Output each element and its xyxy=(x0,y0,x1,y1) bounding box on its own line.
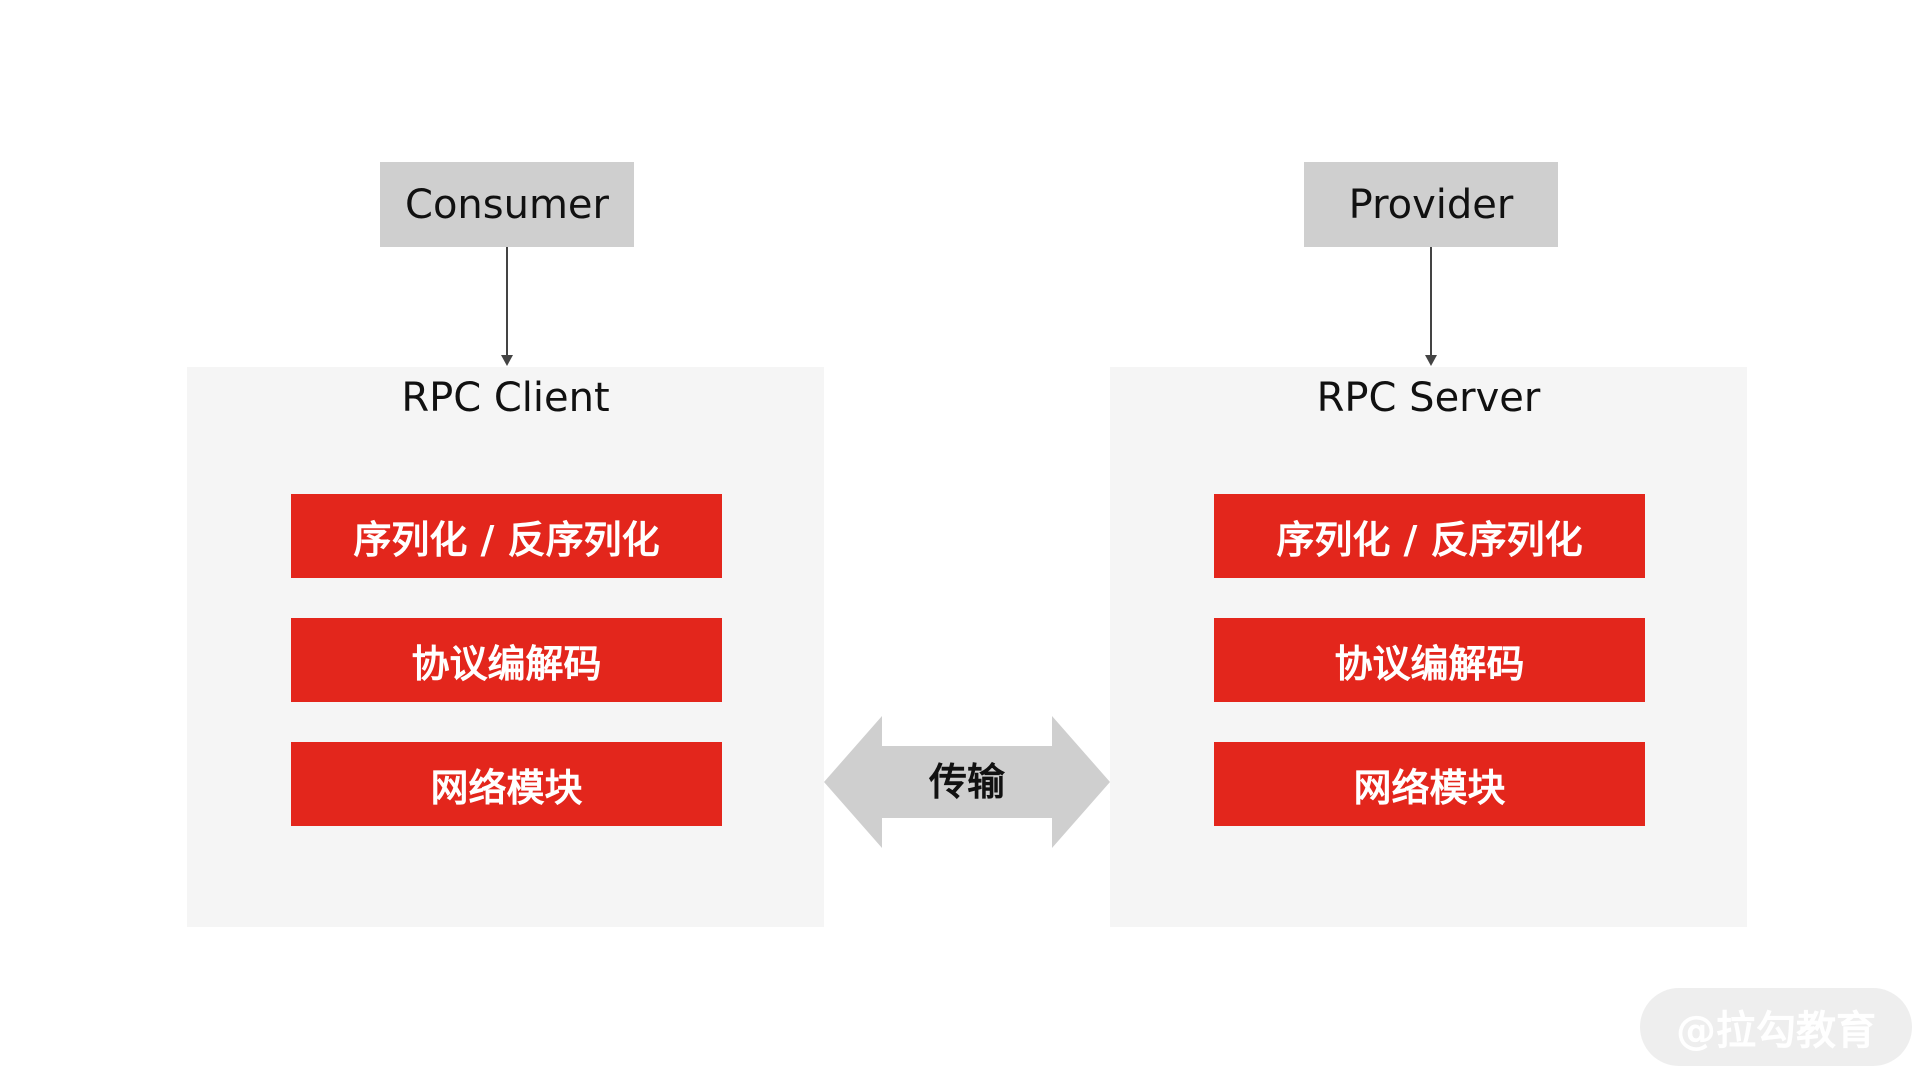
rpc-client-title: RPC Client xyxy=(401,375,610,421)
server-layer-network-label: 网络模块 xyxy=(1353,765,1506,810)
transport-label: 传输 xyxy=(928,760,1005,804)
rpc-client-panel: RPC Client 序列化 / 反序列化 协议编解码 网络模块 xyxy=(187,367,824,927)
provider-to-server-line xyxy=(1430,247,1432,355)
server-layer-network: 网络模块 xyxy=(1214,742,1645,826)
server-layer-protocol: 协议编解码 xyxy=(1214,618,1645,702)
consumer-to-client-arrowhead xyxy=(501,355,513,366)
watermark-badge: @拉勾教育 xyxy=(1640,988,1912,1066)
server-layer-protocol-label: 协议编解码 xyxy=(1334,641,1525,686)
provider-box: Provider xyxy=(1304,162,1558,247)
client-layer-serialization-label: 序列化 / 反序列化 xyxy=(353,517,660,562)
provider-label: Provider xyxy=(1348,181,1514,228)
rpc-server-panel: RPC Server 序列化 / 反序列化 协议编解码 网络模块 xyxy=(1110,367,1747,927)
client-layer-protocol-label: 协议编解码 xyxy=(411,641,602,686)
client-layer-network-label: 网络模块 xyxy=(430,765,583,810)
rpc-server-title: RPC Server xyxy=(1316,375,1541,421)
server-layer-serialization-label: 序列化 / 反序列化 xyxy=(1276,517,1583,562)
provider-to-server-arrowhead xyxy=(1425,355,1437,366)
client-layer-serialization: 序列化 / 反序列化 xyxy=(291,494,722,578)
server-layer-serialization: 序列化 / 反序列化 xyxy=(1214,494,1645,578)
transport-double-arrow xyxy=(824,716,1110,848)
client-layer-protocol: 协议编解码 xyxy=(291,618,722,702)
consumer-box: Consumer xyxy=(380,162,634,247)
client-layer-network: 网络模块 xyxy=(291,742,722,826)
consumer-to-client-line xyxy=(506,247,508,355)
transport-arrow-shape xyxy=(824,716,1110,848)
consumer-label: Consumer xyxy=(405,181,609,228)
watermark-text: @拉勾教育 xyxy=(1676,1008,1876,1054)
